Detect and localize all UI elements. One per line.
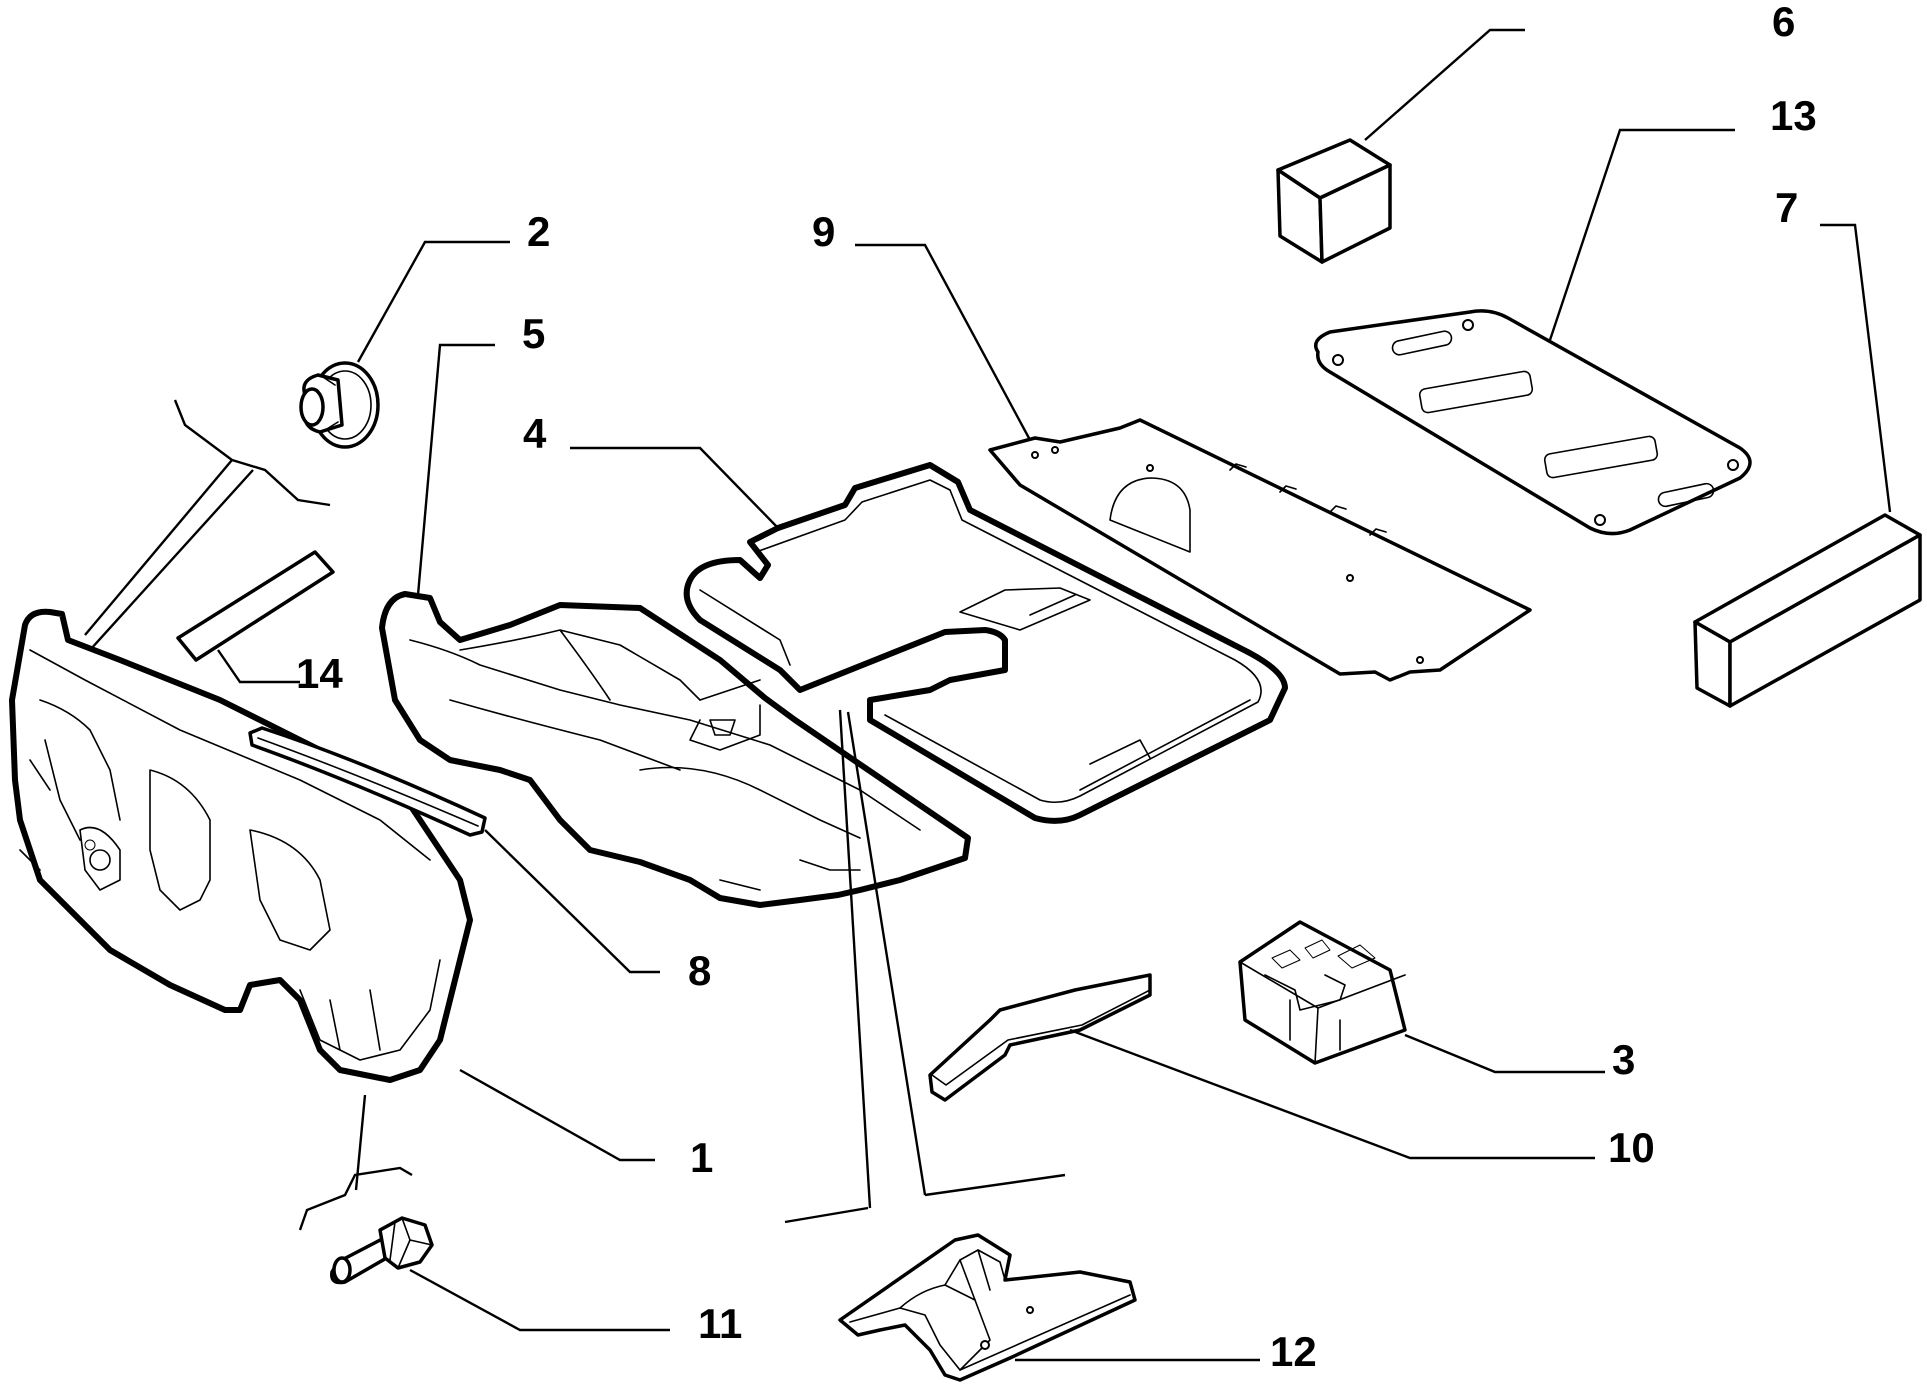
callout-11: 11	[698, 1300, 742, 1347]
callout-1: 1	[690, 1134, 713, 1181]
callout-14: 14	[296, 650, 343, 697]
part-8-strip	[248, 726, 487, 837]
part-5-tunnel-tray	[379, 591, 971, 908]
part-2-grommet	[299, 361, 380, 449]
callout-3: 3	[1612, 1036, 1635, 1083]
callout-labels: 1 2 3 4 5 6 7 8 9 10 11 12 13 14	[296, 0, 1817, 1375]
callout-6: 6	[1772, 0, 1795, 45]
callout-7: 7	[1775, 184, 1798, 231]
part-9-flat-panel	[988, 418, 1532, 682]
callout-8: 8	[688, 947, 711, 994]
part-6-block	[1276, 138, 1392, 264]
callout-10: 10	[1608, 1124, 1655, 1171]
callout-12: 12	[1270, 1328, 1317, 1375]
part-14-pad	[176, 550, 335, 662]
part-7-long-block	[1693, 513, 1922, 708]
part-12-tunnel-bracket	[838, 1233, 1137, 1382]
callout-5: 5	[522, 310, 545, 357]
part-10-bent-strip	[928, 973, 1152, 1102]
callout-13: 13	[1770, 92, 1817, 139]
leader-lines	[84, 28, 1892, 1362]
part-11-stud-bolt	[330, 1216, 434, 1285]
callout-9: 9	[812, 208, 835, 255]
part-1-dash-insulation	[9, 608, 473, 1083]
part-3-bracket-block	[1238, 920, 1407, 1065]
callout-2: 2	[527, 208, 550, 255]
part-13-plate	[1314, 309, 1752, 536]
callout-4: 4	[523, 410, 547, 457]
part-4-floor-tray	[683, 462, 1288, 824]
